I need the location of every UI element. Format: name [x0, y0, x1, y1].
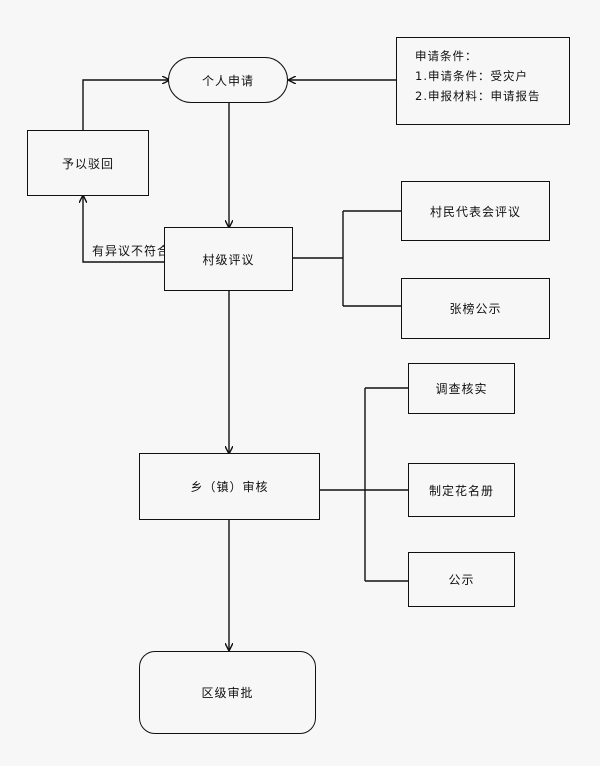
edge-label-objection: 有异议不符合: [92, 244, 171, 258]
node-label: 予以驳回: [61, 156, 114, 171]
node-label: 公示: [448, 573, 475, 587]
node-reject: 予以驳回: [27, 130, 149, 196]
note-line-3: 2.申报材料：申请报告: [415, 89, 541, 103]
node-label: 区级审批: [201, 686, 254, 700]
node-publicize: 公示: [408, 552, 515, 607]
application-conditions-note: 申请条件： 1.申请条件：受灾户 2.申报材料：申请报告: [396, 37, 570, 125]
node-label: 制定花名册: [428, 483, 494, 498]
node-label: 村民代表会评议: [429, 204, 521, 219]
node-village-review: 村级评议: [164, 227, 293, 291]
node-label: 个人申请: [201, 73, 254, 88]
note-line-2: 1.申请条件：受灾户: [415, 69, 528, 83]
arrow-reject-to-apply: [82, 80, 169, 130]
node-label: 张榜公示: [449, 302, 502, 316]
node-investigate: 调查核实: [408, 363, 515, 414]
node-roster: 制定花名册: [408, 463, 515, 517]
node-label: 乡（镇）审核: [190, 480, 269, 494]
node-public-posting: 张榜公示: [401, 278, 550, 339]
note-line-1: 申请条件：: [415, 49, 478, 63]
node-township-review: 乡（镇）审核: [139, 453, 320, 520]
arrow-village-to-reject: [83, 196, 164, 263]
node-district-approval: 区级审批: [139, 651, 316, 734]
node-representative-review: 村民代表会评议: [401, 181, 550, 241]
node-personal-application: 个人申请: [168, 57, 288, 103]
node-label: 村级评议: [202, 252, 255, 267]
node-label: 调查核实: [435, 382, 488, 396]
